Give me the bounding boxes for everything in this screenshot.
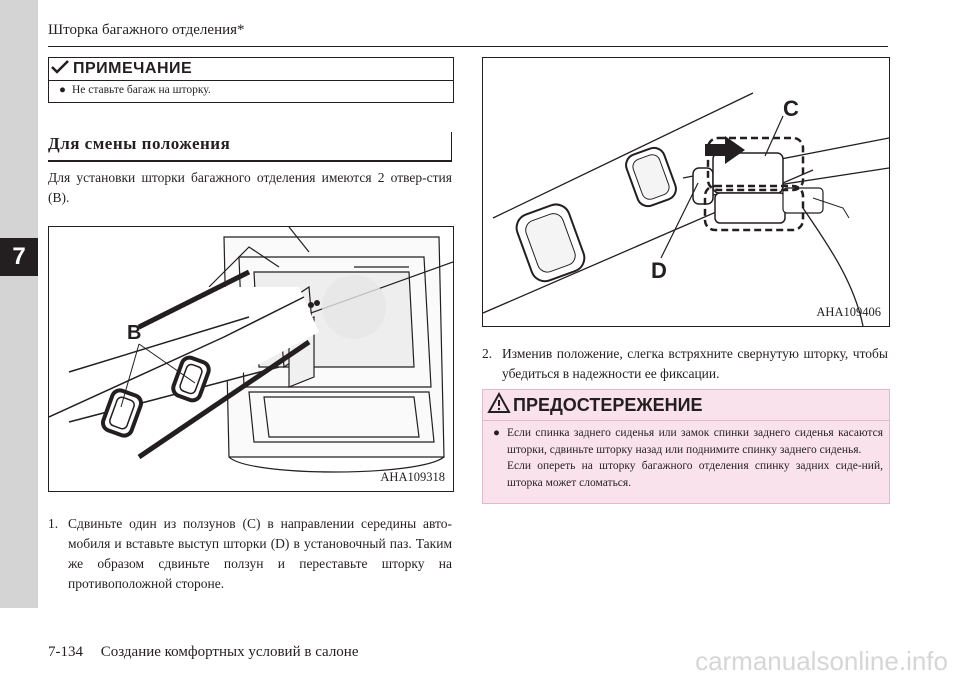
chapter-sidebar: 7 [0,0,38,608]
bullet-icon: ● [59,84,66,96]
warning-box: ПРЕДОСТЕРЕЖЕНИЕ ● Если спинка заднего си… [482,389,890,504]
section-rule-tick [451,132,452,160]
step-1-number: 1. [48,516,59,531]
note-body: ● Не ставьте багаж на шторку. [49,81,453,96]
step-1: 1. Сдвиньте один из ползунов (C) в напра… [48,514,452,594]
intro-paragraph: Для установки шторки багажного отделения… [48,170,452,205]
warning-header: ПРЕДОСТЕРЕЖЕНИЕ [483,390,889,421]
warning-label: ПРЕДОСТЕРЕЖЕНИЕ [513,394,703,415]
note-header: ПРИМЕЧАНИЕ [49,58,453,81]
page-header-title: Шторка багажного отделения* [48,22,245,38]
slider-drawing: C D [483,92,889,326]
note-label: ПРИМЕЧАНИЕ [73,60,193,77]
step-2: 2. Изменив положение, слегка встряхните … [482,344,888,384]
note-item: Не ставьте багаж на шторку. [71,84,211,96]
figure-a-code: AHA109318 [380,470,445,484]
figure-slider-illustration: C D AHA109406 [482,57,890,327]
warning-item-text-1: Если спинка заднего сиденья или замок сп… [507,427,883,456]
step-2-text: Изменив положение, слегка встряхните све… [502,346,888,381]
figure-trunk-illustration: B AHA109318 [48,226,454,492]
callout-d: D [651,258,667,283]
step-2-number: 2. [482,346,493,361]
warning-triangle-icon [487,391,511,419]
section-heading: Для смены положения [48,134,231,153]
callout-c: C [783,96,799,121]
figure-b-code: AHA109406 [816,305,881,319]
trunk-drawing: B [49,227,453,477]
steps-right: 2. Изменив положение, слегка встряхните … [482,344,888,384]
warning-body: ● Если спинка заднего сиденья или замок … [483,421,889,491]
steps-left: 1. Сдвиньте один из ползунов (C) в напра… [48,514,452,594]
warning-item: ● Если спинка заднего сиденья или замок … [493,425,883,491]
check-pencil-icon [51,59,69,79]
chapter-title: Создание комфортных условий в салоне [100,644,359,660]
page-number: 7-134 [48,644,83,660]
watermark: carmanualsonline.info [695,646,948,676]
step-1-text: Сдвиньте один из ползунов (C) в направле… [68,516,452,591]
warning-item-text-2: Если опереть на шторку багажного отделен… [507,460,883,489]
bullet-icon: ● [493,427,500,439]
chapter-tab: 7 [0,238,38,276]
callout-b: B [127,322,141,344]
note-box: ПРИМЕЧАНИЕ ● Не ставьте багаж на шторку. [48,57,454,103]
section-rule [48,160,452,162]
page-footer: 7-134 Создание комфортных условий в сало… [48,644,373,661]
header-rule [48,46,888,47]
